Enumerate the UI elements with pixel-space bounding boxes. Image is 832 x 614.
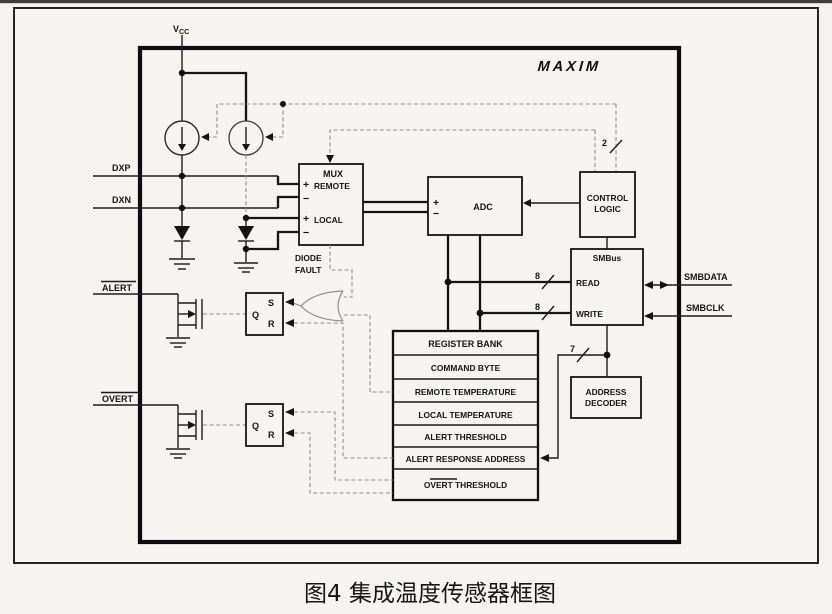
register-row-remote-temperature: REMOTE TEMPERATURE bbox=[415, 387, 517, 397]
overt-threshold-rest: THRESHOLD bbox=[453, 480, 507, 490]
address-decoder-block: ADDRESS DECODER bbox=[570, 376, 642, 419]
diode-fault-label: DIODE FAULT bbox=[295, 253, 322, 275]
alert-latch-s: S bbox=[268, 298, 274, 308]
ground-icon-4 bbox=[166, 448, 190, 459]
register-row-alert-response-address: ALERT RESPONSE ADDRESS bbox=[406, 454, 526, 464]
alert-label: ALERT bbox=[102, 283, 132, 293]
dxn-label: DXN bbox=[112, 195, 131, 205]
diode-fault-line1: DIODE bbox=[295, 253, 322, 263]
mux-remote-plus: + bbox=[303, 179, 309, 191]
adc-block: + − ADC bbox=[427, 176, 523, 236]
register-bank: REGISTER BANK COMMAND BYTE REMOTE TEMPER… bbox=[391, 329, 540, 502]
alert-sr-latch: Q S R bbox=[245, 292, 294, 336]
clamp-diode-1-icon bbox=[174, 155, 190, 258]
alert-latch-q: Q bbox=[252, 310, 259, 320]
overt-reset-wire bbox=[294, 432, 393, 494]
smbclk-label: SMBCLK bbox=[686, 303, 725, 313]
address-decoder-line2: DECODER bbox=[585, 398, 627, 408]
adc-plus: + bbox=[433, 197, 439, 209]
smbdata-label: SMBDATA bbox=[684, 272, 728, 282]
mux-local-minus: − bbox=[303, 227, 309, 239]
mux-select-wire bbox=[326, 129, 596, 172]
vcc-pin: VCC bbox=[173, 24, 248, 121]
chip-boundary bbox=[137, 45, 682, 545]
alert-reset-wire bbox=[294, 322, 393, 459]
ground-icon-1 bbox=[169, 258, 195, 270]
dxp-label: DXP bbox=[112, 163, 131, 173]
mux-local-plus: + bbox=[303, 213, 309, 225]
read-bus: 8 bbox=[444, 235, 571, 331]
overt-label: OVERT bbox=[102, 394, 134, 404]
overt-set-wire bbox=[294, 411, 393, 481]
control-logic-line1: CONTROL bbox=[587, 193, 628, 203]
write-bus: 8 bbox=[476, 235, 571, 331]
local-diode-branch bbox=[238, 155, 300, 262]
outer-frame bbox=[13, 7, 819, 564]
figure-caption: 图4 集成温度传感器框图 bbox=[304, 581, 556, 607]
adc-title: ADC bbox=[473, 202, 493, 212]
mux-local-label: LOCAL bbox=[314, 215, 343, 225]
or-gate-icon bbox=[292, 290, 344, 322]
alert-pin: ALERT bbox=[93, 280, 178, 295]
dxn-pin: DXN bbox=[93, 195, 300, 212]
smbus-block: SMBus READ WRITE bbox=[570, 248, 644, 326]
register-row-command-byte: COMMAND BYTE bbox=[431, 363, 501, 373]
vcc-label-sub: CC bbox=[179, 29, 189, 36]
register-row-alert-threshold: ALERT THRESHOLD bbox=[424, 432, 506, 442]
address-bus: 7 bbox=[540, 325, 611, 462]
bus-width-write-label: 8 bbox=[535, 302, 540, 312]
overt-latch-q: Q bbox=[252, 421, 259, 431]
dxp-pin: DXP bbox=[93, 163, 300, 186]
or-input-remote-temp-wire bbox=[344, 314, 393, 393]
smbus-read-label: READ bbox=[576, 278, 600, 288]
bus-width-control: 2 bbox=[602, 138, 623, 154]
overt-sr-latch: Q S R bbox=[245, 403, 294, 447]
register-row-overt-threshold: OVERT THRESHOLD bbox=[424, 480, 507, 490]
smbclk-pin: SMBCLK bbox=[644, 303, 732, 320]
smbus-write-label: WRITE bbox=[576, 309, 603, 319]
overt-latch-r: R bbox=[268, 430, 275, 440]
overt-mosfet-icon bbox=[177, 405, 203, 448]
mux-remote-minus: − bbox=[303, 193, 309, 205]
maxim-logo: MAXIM bbox=[537, 59, 601, 75]
address-decoder-line1: ADDRESS bbox=[586, 387, 627, 397]
current-source-2-icon bbox=[228, 120, 264, 156]
mux-block: MUX + REMOTE − + LOCAL − bbox=[298, 163, 364, 246]
scan-edge-artifact bbox=[0, 0, 832, 4]
diode-fault-wire bbox=[329, 245, 353, 298]
bus-width-2-label: 2 bbox=[602, 138, 607, 148]
mux-remote-label: REMOTE bbox=[314, 181, 350, 191]
mux-title: MUX bbox=[323, 169, 343, 179]
alert-latch-r: R bbox=[268, 319, 275, 329]
overt-latch-s: S bbox=[268, 409, 274, 419]
smbdata-pin: SMBDATA bbox=[644, 272, 732, 289]
ground-icon-2 bbox=[234, 262, 258, 273]
current-source-control-wire bbox=[201, 101, 617, 172]
bus-width-read-label: 8 bbox=[535, 271, 540, 281]
vcc-label-v: V bbox=[173, 24, 179, 34]
ground-icon-3 bbox=[166, 337, 190, 348]
control-logic-adc-wire bbox=[523, 199, 580, 207]
vcc-label: VCC bbox=[173, 24, 189, 36]
overt-pin: OVERT bbox=[93, 391, 178, 406]
control-logic-block: CONTROL LOGIC bbox=[579, 171, 636, 238]
overt-threshold-word1: OVERT bbox=[424, 480, 454, 490]
bus-width-address-label: 7 bbox=[570, 344, 575, 354]
adc-minus: − bbox=[433, 208, 439, 220]
alert-mosfet-icon bbox=[177, 294, 203, 337]
current-source-1-icon bbox=[164, 120, 200, 156]
smbus-title: SMBus bbox=[593, 253, 622, 263]
register-bank-header: REGISTER BANK bbox=[428, 339, 503, 349]
control-logic-line2: LOGIC bbox=[594, 204, 621, 214]
register-row-local-temperature: LOCAL TEMPERATURE bbox=[418, 410, 513, 420]
diode-fault-line2: FAULT bbox=[295, 265, 322, 275]
